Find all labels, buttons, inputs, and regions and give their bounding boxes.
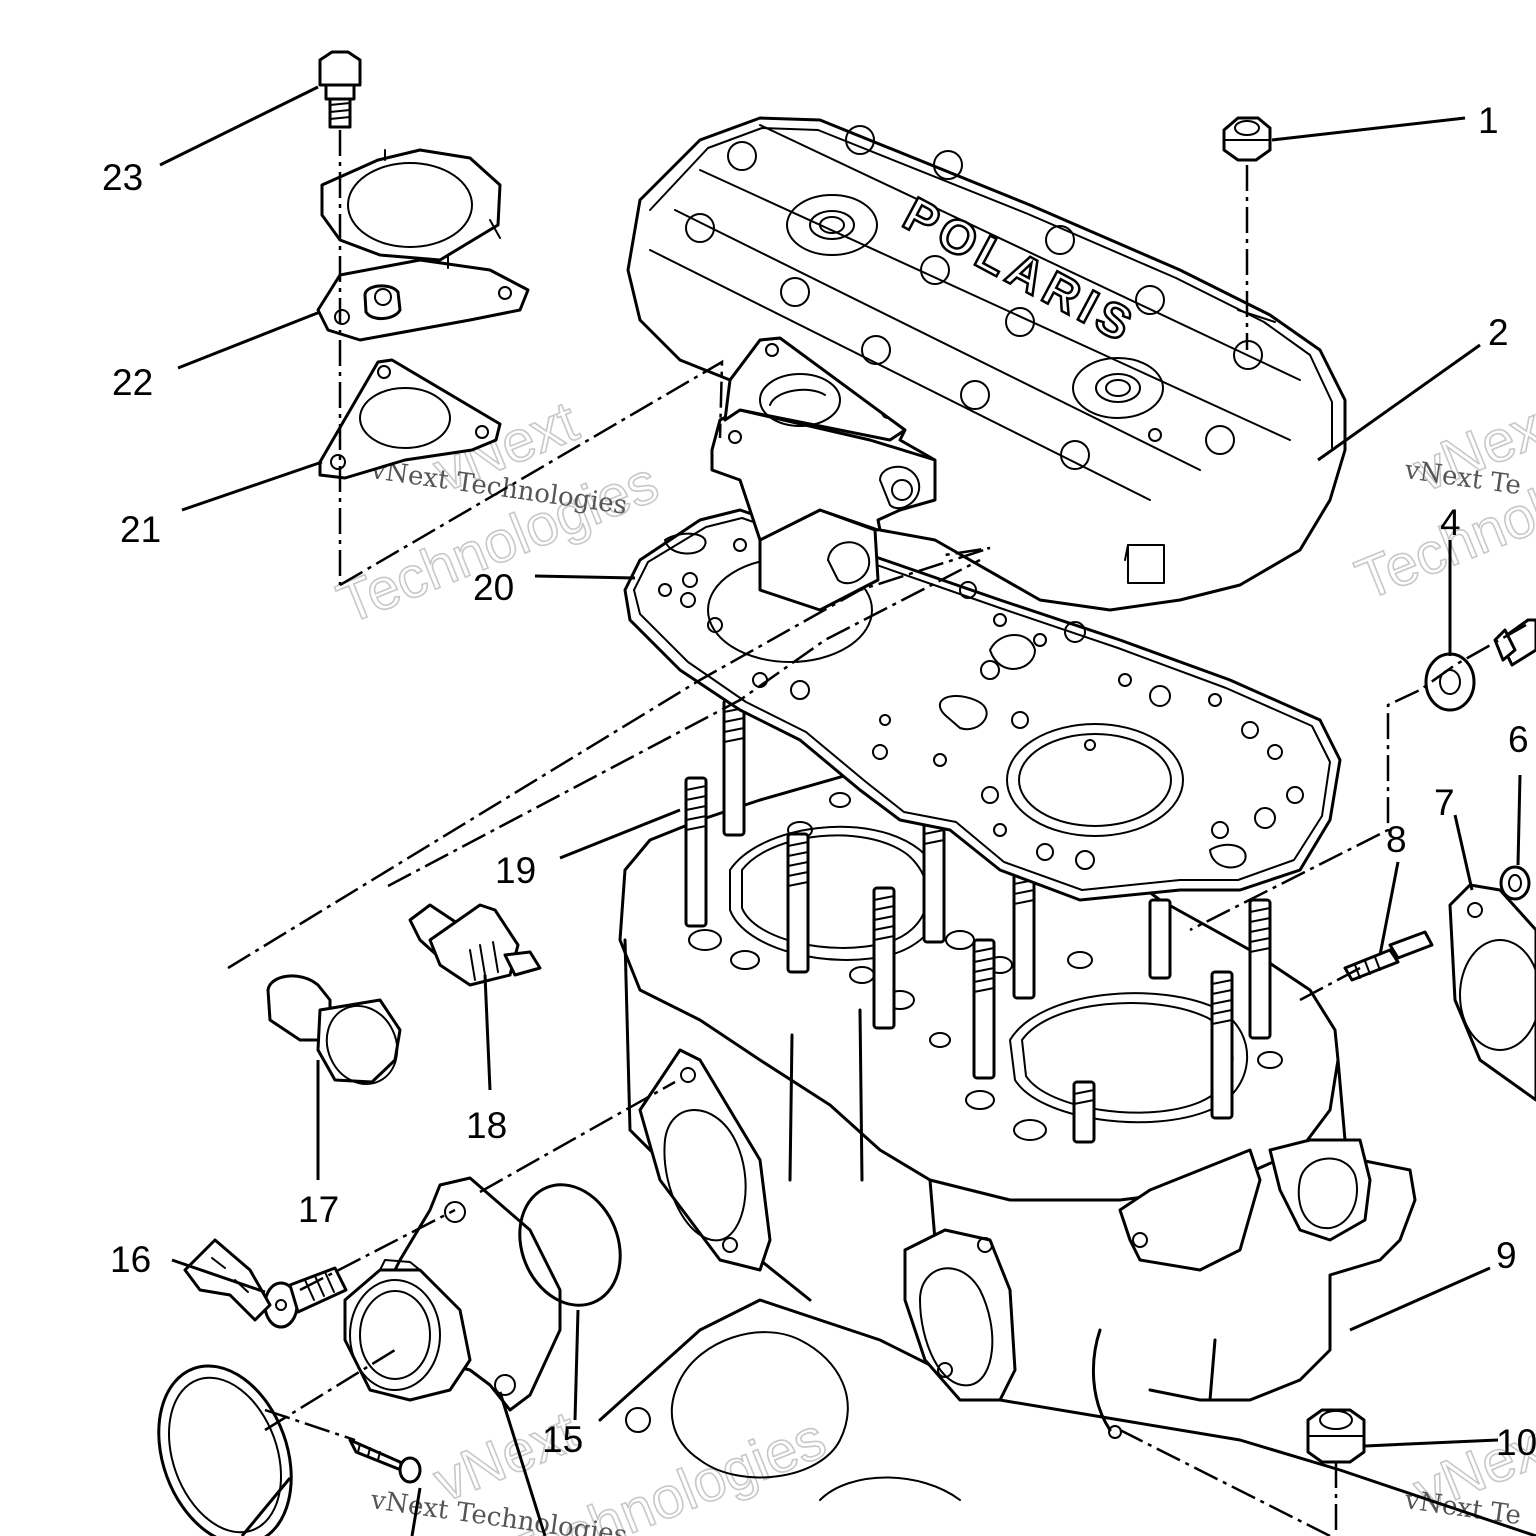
callout-19: 19	[495, 850, 536, 891]
callout-10: 10	[1496, 1422, 1536, 1463]
callout-4: 4	[1440, 502, 1461, 543]
flange-nut	[1306, 1408, 1366, 1464]
assembly-guide-lines	[227, 130, 1527, 1536]
callout-20: 20	[473, 567, 514, 608]
callout-9: 9	[1496, 1235, 1517, 1276]
stud	[722, 698, 746, 837]
leader-lines	[159, 85, 1522, 1536]
flange-screw	[263, 1266, 348, 1329]
callout-7: 7	[1434, 782, 1455, 823]
temperature-sensor	[408, 903, 542, 987]
callout-16: 16	[110, 1239, 151, 1280]
callout-1: 1	[1478, 100, 1499, 141]
callout-8: 8	[1386, 819, 1407, 860]
intake-stud	[1343, 930, 1434, 982]
thermostat-cover	[316, 148, 530, 342]
intake-adaptor	[1448, 883, 1536, 1102]
bleed-screw	[1493, 618, 1536, 667]
stud	[972, 938, 996, 1080]
callout-17: 17	[298, 1189, 339, 1230]
stud	[1072, 1080, 1096, 1144]
thermostat-bolt	[318, 50, 362, 129]
stud	[922, 810, 946, 944]
head-gasket	[623, 508, 1342, 902]
cylinder-head-cover: POLARIS	[626, 116, 1347, 612]
exhaust-manifold-flange	[343, 1176, 562, 1412]
callout-23: 23	[102, 157, 143, 198]
stud	[1248, 898, 1272, 1040]
stud	[684, 776, 708, 928]
stud	[1210, 970, 1234, 1120]
stud	[872, 886, 896, 1030]
stud	[786, 832, 810, 974]
callout-22: 22	[112, 362, 153, 403]
stud	[1148, 898, 1172, 980]
clamp-screw	[348, 1438, 422, 1484]
callout-21: 21	[120, 509, 161, 550]
plug	[266, 974, 402, 1085]
callout-18: 18	[466, 1105, 507, 1146]
water-outlet-housing	[710, 336, 937, 612]
cover-bolt-bosses	[685, 125, 1263, 470]
callout-6: 6	[1508, 719, 1529, 760]
intake-washer	[1499, 865, 1531, 901]
callout-labels: 1 2 4 6 7 8 9 10 15 16 17 18 19 20 21 22…	[102, 100, 1536, 1463]
callout-2: 2	[1488, 312, 1509, 353]
o-ring	[518, 1183, 622, 1307]
cover-nut	[1222, 116, 1272, 162]
callout-15: 15	[542, 1419, 583, 1460]
thermostat-gasket	[318, 358, 502, 480]
